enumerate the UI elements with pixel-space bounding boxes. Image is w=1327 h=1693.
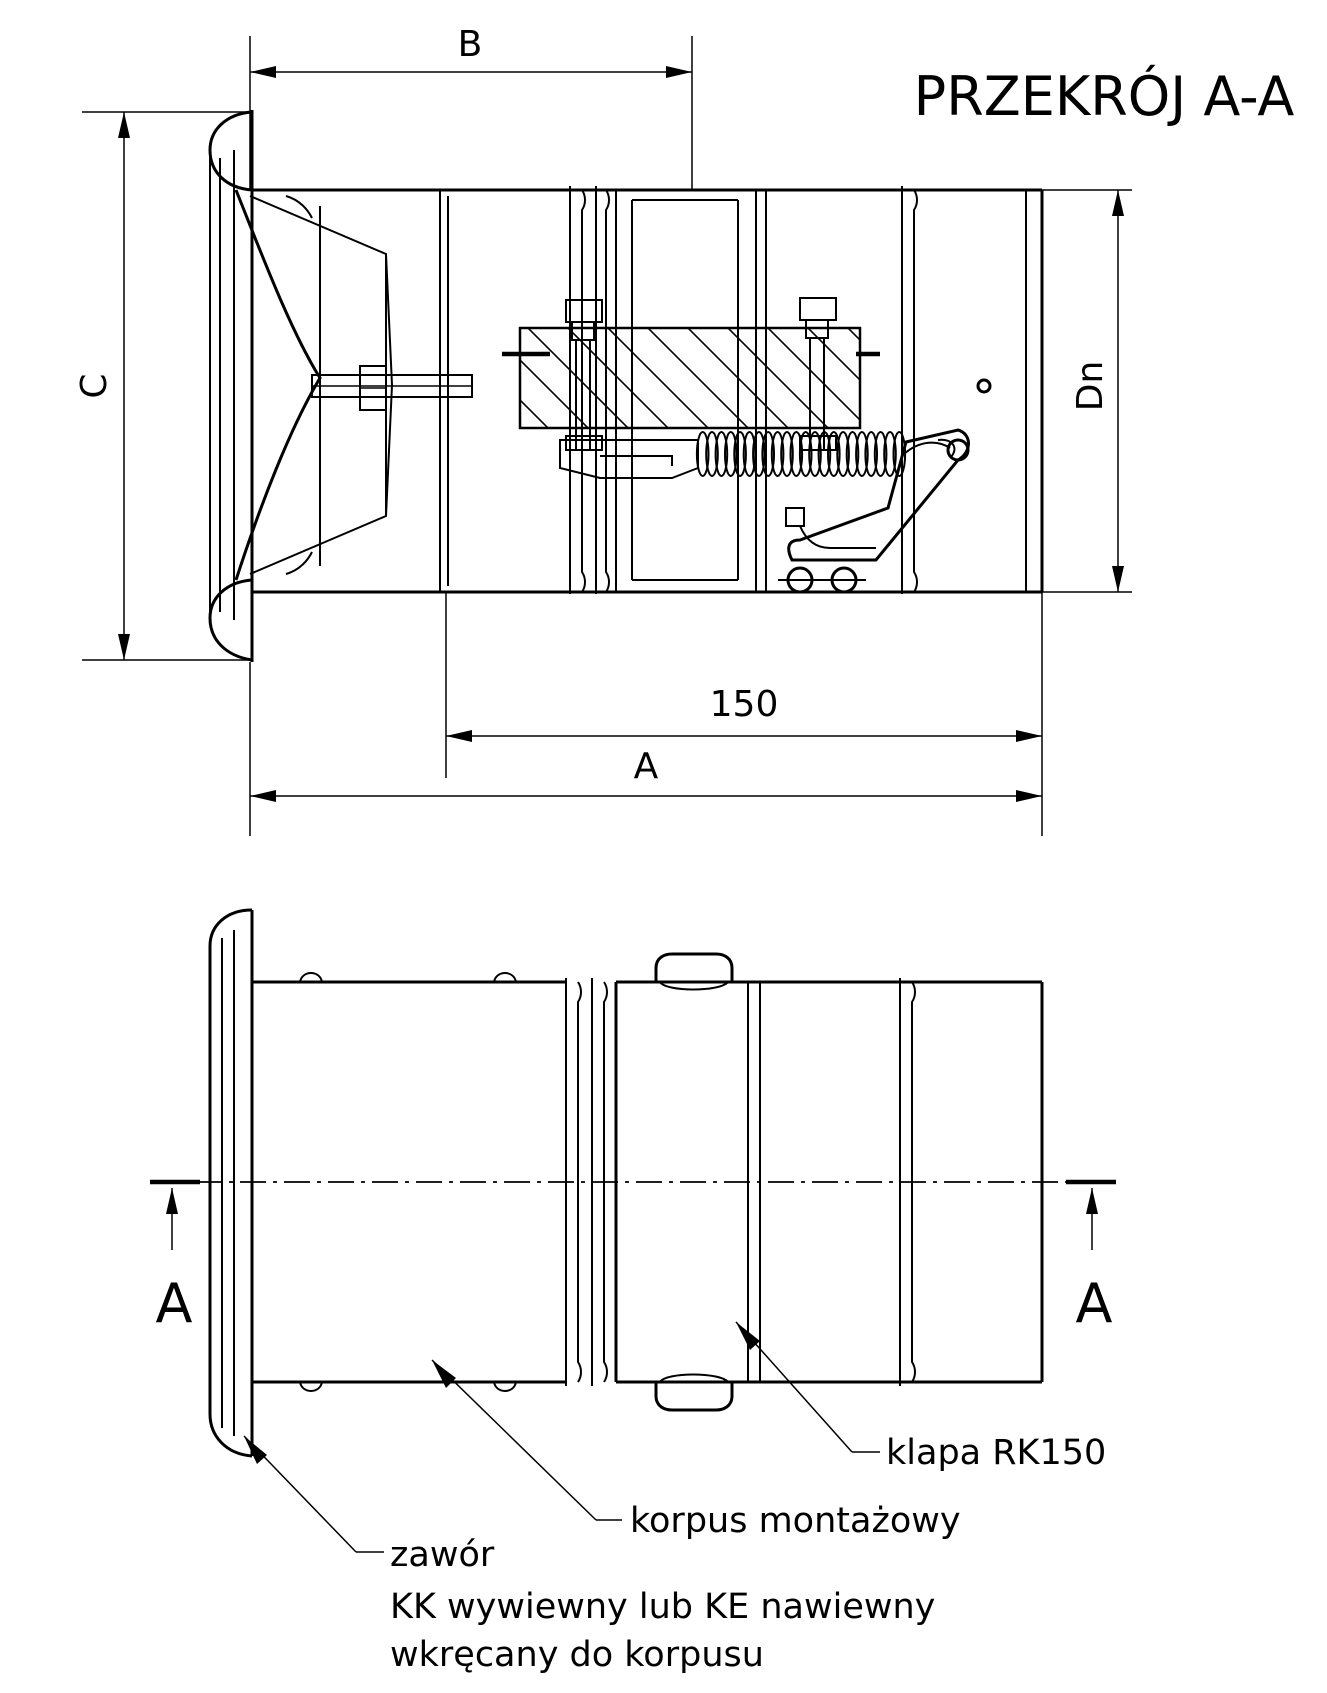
spring-coil bbox=[714, 431, 729, 477]
spring-coil bbox=[789, 431, 804, 477]
dimension-dn: Dn bbox=[1042, 189, 1132, 593]
section-mark-left-label: A bbox=[156, 1272, 193, 1335]
valve-flange bbox=[208, 110, 254, 662]
section-title: PRZEKRÓJ A-A bbox=[914, 65, 1295, 128]
side-view bbox=[196, 908, 1066, 1458]
spring bbox=[695, 431, 951, 477]
lever-mechanism bbox=[559, 428, 970, 562]
dimension-150: 150 bbox=[445, 592, 1043, 836]
spring-coil bbox=[761, 431, 776, 477]
bolt-left bbox=[565, 299, 603, 451]
spring-coil bbox=[733, 431, 747, 477]
dimension-150-label: 150 bbox=[710, 684, 779, 725]
dimension-a: A bbox=[249, 662, 1042, 836]
dimension-b: B bbox=[249, 24, 693, 190]
spring-coil bbox=[742, 431, 757, 477]
spring-coil bbox=[724, 431, 738, 477]
callout-housing-label: korpus montażowy bbox=[630, 1501, 961, 1541]
section-view bbox=[208, 110, 1044, 662]
section-mark-right-label: A bbox=[1076, 1272, 1113, 1335]
spring-coil bbox=[798, 431, 813, 477]
center-rod bbox=[311, 365, 473, 411]
callout-valve-line3: wkręcany do korpusu bbox=[390, 1635, 764, 1675]
side-valve-flange bbox=[208, 908, 254, 1458]
spring-coil bbox=[695, 431, 710, 477]
lever-pins bbox=[778, 566, 866, 594]
spring-coil bbox=[808, 431, 822, 477]
spring-coil bbox=[845, 431, 860, 477]
spring-coil bbox=[883, 431, 897, 477]
callout-valve-line2: KK wywiewny lub KE nawiewny bbox=[390, 1587, 935, 1627]
spring-coil bbox=[864, 431, 879, 477]
spring-coil bbox=[752, 431, 766, 477]
callout-damper-label: klapa RK150 bbox=[886, 1433, 1106, 1473]
side-housing-body bbox=[252, 972, 566, 1392]
dimension-c-label: C bbox=[74, 373, 115, 398]
spring-coil bbox=[817, 431, 832, 477]
section-mark-left: A bbox=[150, 1179, 200, 1335]
callout-damper: klapa RK150 bbox=[735, 1321, 1106, 1473]
section-mark-right: A bbox=[1066, 1179, 1116, 1335]
dimension-dn-label: Dn bbox=[1070, 361, 1111, 412]
spring-coil bbox=[705, 431, 719, 477]
spring-coil bbox=[827, 431, 841, 477]
spring-coil bbox=[873, 431, 888, 477]
spring-hook bbox=[903, 441, 951, 455]
callout-valve: zawór KK wywiewny lub KE nawiewny wkręca… bbox=[243, 1435, 935, 1675]
indicator-hole bbox=[976, 378, 992, 394]
callout-housing: korpus montażowy bbox=[431, 1359, 961, 1541]
spring-coil bbox=[836, 431, 850, 477]
valve-cone bbox=[234, 189, 394, 581]
spring-coil bbox=[770, 431, 785, 477]
bead-right bbox=[901, 186, 918, 594]
spring-coil bbox=[855, 431, 869, 477]
callout-valve-line1: zawór bbox=[390, 1535, 495, 1575]
dimension-b-label: B bbox=[458, 24, 483, 65]
dimension-c: C bbox=[74, 111, 250, 661]
spring-coil bbox=[780, 431, 794, 477]
dimension-a-label: A bbox=[634, 746, 659, 787]
